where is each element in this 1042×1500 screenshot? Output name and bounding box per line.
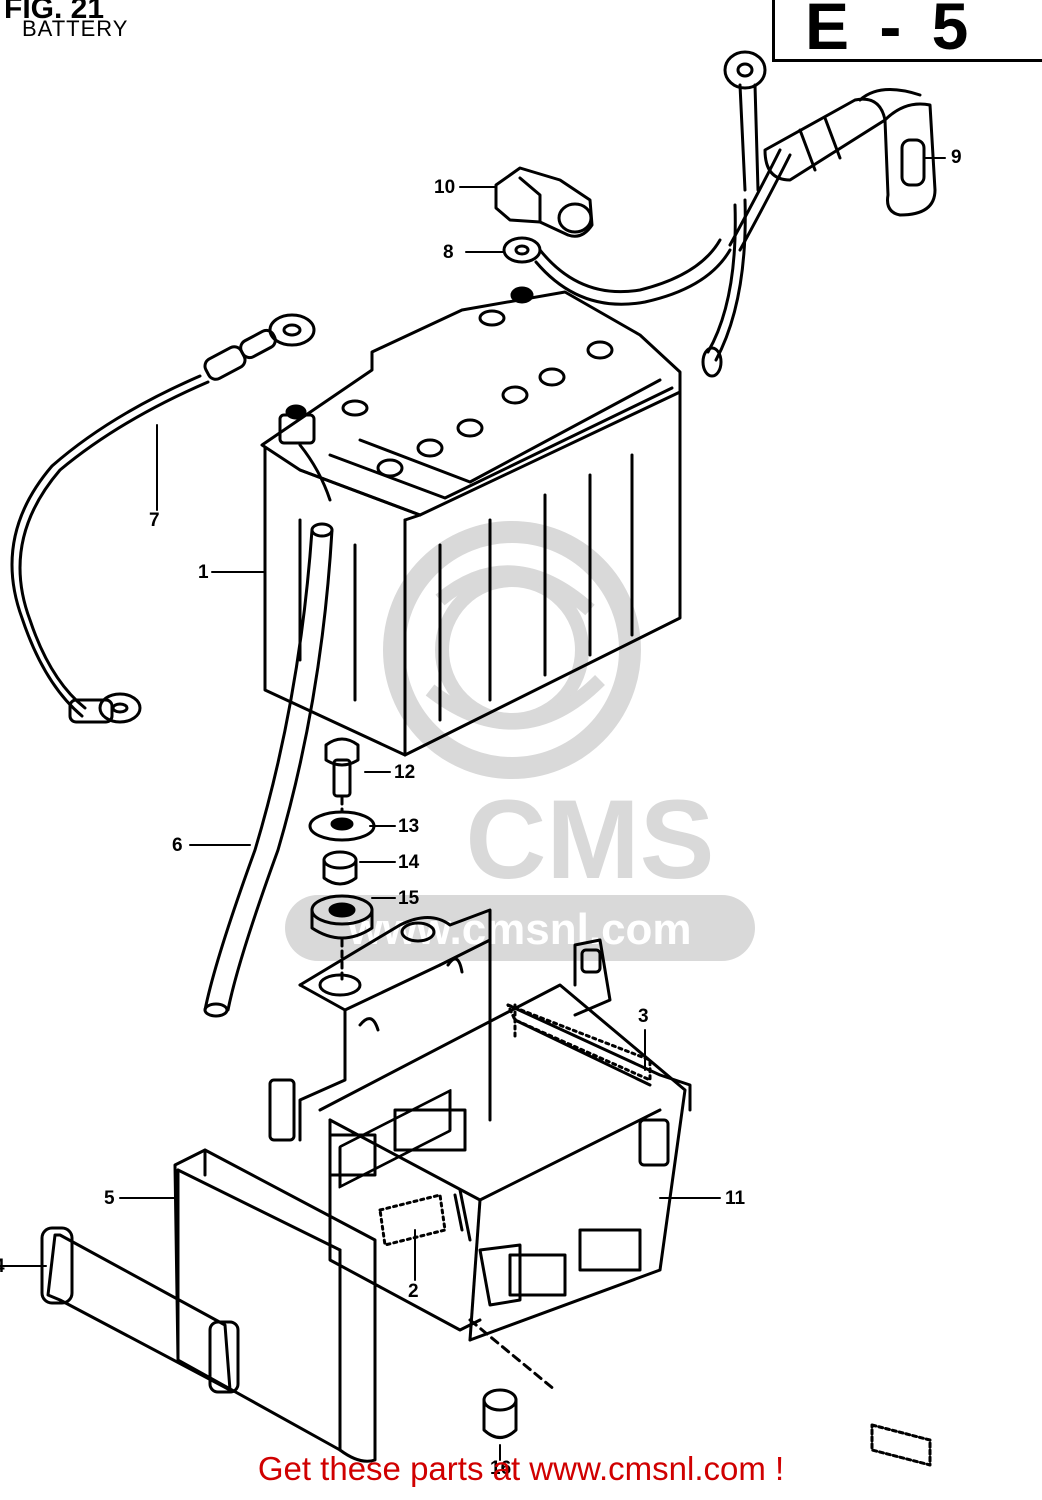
callout-14: 15	[398, 888, 420, 909]
callout-16: 16	[490, 1458, 512, 1479]
callout-1: 1	[198, 562, 209, 583]
callout-15: 14	[398, 852, 420, 873]
figure-title: BATTERY	[22, 16, 129, 41]
cushion	[310, 894, 374, 940]
fuse-holder	[763, 88, 937, 217]
corner-mark	[870, 1423, 932, 1467]
pad-side	[506, 1003, 652, 1082]
watermark-brand: CMS	[466, 777, 715, 902]
footer-link[interactable]: Get these parts at www.cmsnl.com !	[257, 1450, 785, 1487]
breather-tube	[203, 522, 334, 1018]
callout-5: 5	[104, 1188, 115, 1209]
positive-lead	[502, 50, 792, 378]
section-code: E - 5	[805, 0, 975, 63]
leader-lines	[0, 157, 946, 1461]
callout-8: 8	[443, 242, 454, 263]
pad-bottom	[378, 1193, 447, 1247]
battery-holder	[268, 908, 692, 1342]
watermark-logo: CMS www.cmsnl.com	[285, 521, 755, 961]
negative-lead	[10, 313, 316, 724]
callout-11: 11	[725, 1188, 746, 1209]
callout-13: 13	[398, 816, 420, 837]
terminal-cap	[494, 166, 594, 238]
callout-12: 12	[394, 762, 416, 783]
callout-6: 6	[172, 835, 183, 856]
bolt	[324, 737, 360, 798]
callout-4: 4	[0, 1256, 5, 1278]
spacer	[322, 850, 358, 886]
callout-3: 3	[638, 1006, 649, 1027]
callout-10: 10	[434, 177, 456, 198]
washer	[308, 810, 376, 842]
battery-cover	[173, 1148, 377, 1463]
figure-number: FIG. 21	[4, 0, 105, 25]
watermark-site: www.cmsnl.com	[347, 905, 691, 954]
section-box: E - 5	[772, 0, 1042, 63]
callout-7: 7	[149, 510, 160, 531]
bottom-cushion	[482, 1388, 518, 1439]
callout-9: 9	[951, 147, 962, 168]
callout-2: 2	[408, 1281, 419, 1302]
battery-band	[40, 1226, 240, 1394]
